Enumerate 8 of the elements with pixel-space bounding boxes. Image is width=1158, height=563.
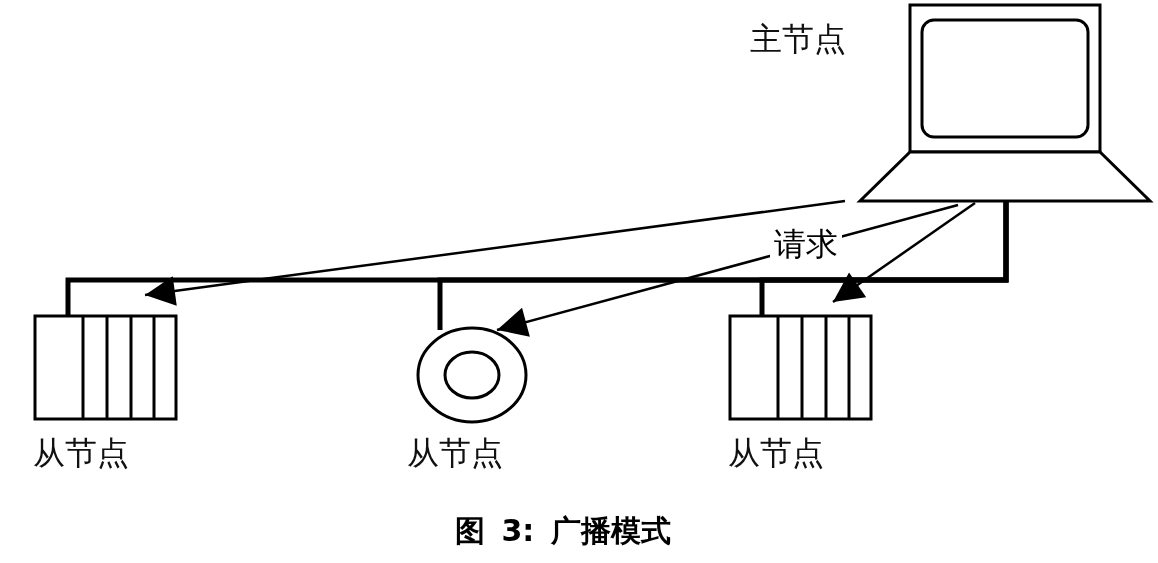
arrow — [144, 199, 846, 306]
slave-node-label: 从节点 — [407, 437, 503, 469]
arrow — [832, 201, 976, 304]
request-label: 请求 — [770, 226, 842, 262]
figure-caption: 图 3: 广播模式 — [455, 516, 671, 546]
master-node-label: 主节点 — [750, 23, 846, 55]
slave-node-label: 从节点 — [33, 437, 129, 469]
slave-node-label: 从节点 — [728, 437, 824, 469]
